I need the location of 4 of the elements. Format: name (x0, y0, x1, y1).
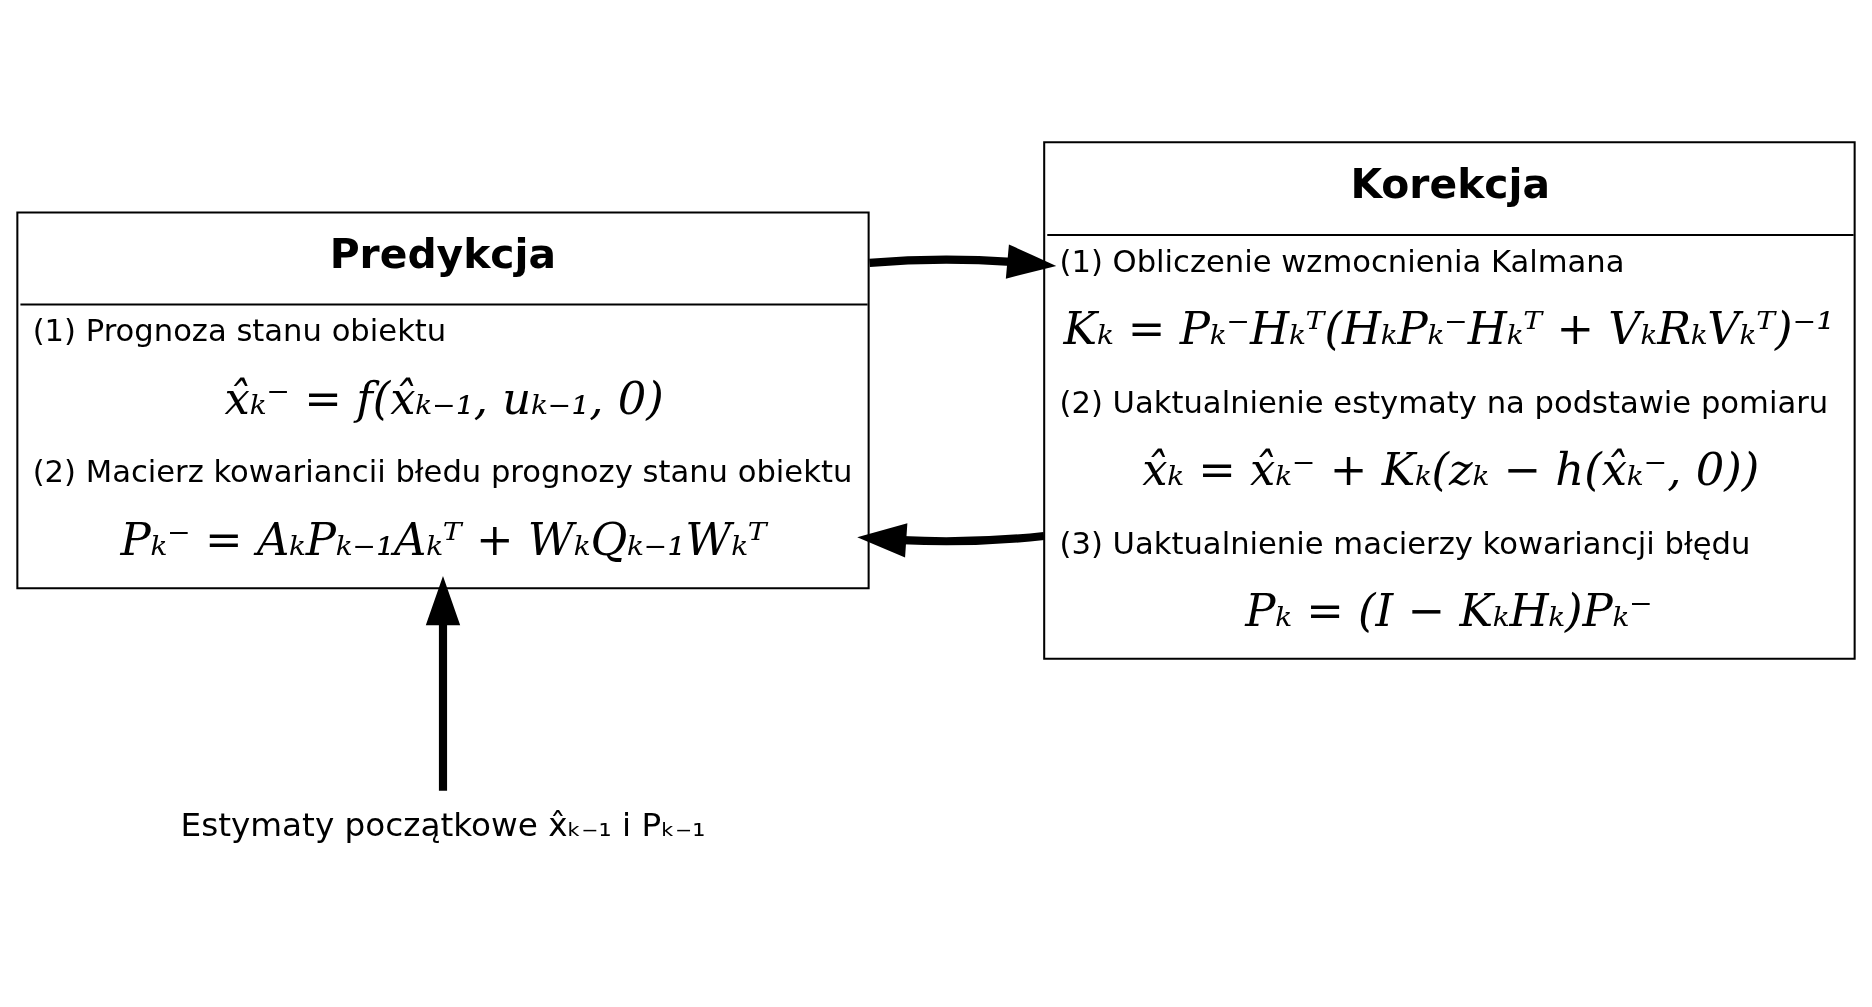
node-text: Estymaty początkowe x̂ₖ₋₁ i Pₖ₋₁ (180, 805, 706, 844)
arrow (857, 523, 1045, 558)
arrow (869, 244, 1057, 279)
arrow (425, 576, 461, 791)
